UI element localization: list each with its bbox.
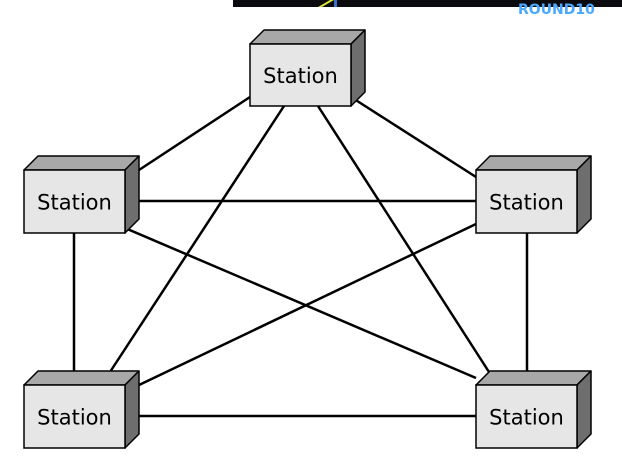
link-top-to-middle-right	[350, 95, 477, 179]
top-banner: ROUND10	[233, 0, 622, 18]
link-middle-right-to-bottom-left	[138, 222, 477, 387]
link-top-to-bottom-right	[316, 105, 491, 373]
station-middle-left: Station	[23, 155, 140, 234]
link-top-to-bottom-left	[108, 105, 286, 373]
station-box-front-face	[23, 384, 126, 449]
link-middle-left-to-bottom-right	[124, 226, 477, 380]
station-box-side-face	[124, 370, 140, 449]
station-label: Station	[37, 191, 112, 215]
station-box-top-face	[23, 370, 140, 386]
station-box-top-face	[475, 370, 592, 386]
station-box-top-face	[475, 155, 592, 171]
station-bottom-right: Station	[475, 370, 592, 449]
banner-background	[233, 0, 622, 7]
station-middle-right: Station	[475, 155, 592, 234]
station-top: Station	[249, 29, 366, 107]
station-label: Station	[489, 406, 564, 430]
station-label: Station	[489, 191, 564, 215]
station-box-top-face	[249, 29, 366, 45]
station-box-side-face	[576, 370, 592, 449]
banner-text: ROUND10	[518, 2, 595, 18]
station-bottom-left: Station	[23, 370, 140, 449]
banner-accent-stroke	[318, 0, 334, 7]
station-box-side-face	[576, 155, 592, 234]
banner-accent-bar	[334, 0, 337, 7]
links-layer	[72, 95, 529, 418]
station-box-front-face	[475, 384, 578, 449]
link-top-to-middle-left	[138, 95, 251, 172]
station-box-front-face	[249, 43, 352, 107]
station-box-side-face	[124, 155, 140, 234]
station-box-front-face	[475, 169, 578, 234]
station-box-top-face	[23, 155, 140, 171]
station-box-side-face	[350, 29, 366, 107]
station-box-front-face	[23, 169, 126, 234]
station-label: Station	[263, 64, 338, 88]
station-label: Station	[37, 406, 112, 430]
